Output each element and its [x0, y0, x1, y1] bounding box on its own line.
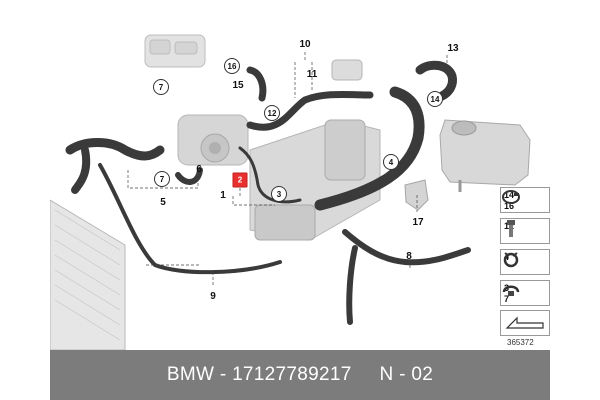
- hose-10: [246, 90, 374, 131]
- part-label-13: 13: [447, 43, 459, 54]
- hose-4: [314, 86, 425, 211]
- caption-separator-2: [352, 364, 380, 386]
- part-label-9: 9: [210, 291, 216, 302]
- part-label-11: 11: [306, 69, 318, 80]
- clip-icon: [502, 285, 520, 296]
- caption-brand: BMW: [166, 364, 215, 385]
- engine-block: [249, 119, 381, 241]
- parts-diagram: 10 11 13 15 6 5 1 8 9 17 7 16 12 7 14 4 …: [50, 0, 550, 350]
- hose-9: [98, 163, 282, 275]
- legend-item-hose-clamp: 14 16: [500, 187, 550, 213]
- hose-1: [238, 146, 302, 204]
- spring-clamp-icon: [503, 252, 519, 268]
- thermostat-housing: [144, 34, 206, 68]
- legend-item-arrow: [500, 310, 550, 336]
- hoses: [65, 60, 471, 325]
- leader-lines: [127, 52, 448, 286]
- expansion-tank: [439, 119, 531, 192]
- part-label-6: 6: [196, 164, 202, 175]
- hose-8: [342, 229, 471, 266]
- callout-4: 4: [383, 154, 399, 170]
- callout-12: 12: [264, 105, 280, 121]
- callout-7-bottom: 7: [154, 171, 170, 187]
- callout-14: 14: [427, 91, 443, 107]
- reference-number: 365372: [507, 338, 534, 347]
- part-label-15: 15: [232, 80, 244, 91]
- hose-13: [415, 60, 457, 101]
- valve-part: [331, 59, 363, 81]
- callout-7-top: 7: [153, 79, 169, 95]
- callout-3: 3: [271, 186, 287, 202]
- arrow-icon: [505, 316, 544, 329]
- part-label-8: 8: [406, 251, 412, 262]
- callout-16: 16: [224, 58, 240, 74]
- hose-6: [175, 167, 203, 185]
- callout-2-highlighted: 2: [232, 172, 248, 188]
- caption-position: N - 02: [379, 364, 434, 385]
- caption-separator-1: -: [214, 364, 233, 385]
- bracket: [404, 179, 429, 211]
- screw-icon: [507, 220, 515, 237]
- hose-clamp-icon: [502, 190, 520, 204]
- legend-nums-2: 16: [504, 201, 515, 211]
- legend-nums-clip-2: 7: [504, 294, 510, 304]
- legend-nums: 14: [504, 190, 515, 200]
- caption-part-number: 17127789217: [232, 364, 352, 385]
- legend-item-spring-clamp: 4: [500, 249, 550, 275]
- hose-radiator-outlet: [71, 146, 91, 194]
- part-label-5: 5: [160, 197, 166, 208]
- radiator: [50, 199, 126, 350]
- part-label-10: 10: [299, 39, 311, 50]
- legend-item-clip: 3 7: [500, 280, 550, 306]
- part-label-17: 17: [412, 217, 424, 228]
- hose-15: [246, 66, 267, 102]
- legend-item-screw: 12: [500, 218, 550, 244]
- water-pump: [177, 114, 249, 166]
- hose-8-branch: [346, 245, 358, 325]
- part-label-1: 1: [220, 190, 226, 201]
- diagram-drawing: [50, 34, 531, 350]
- caption-bar: BMW - 17127789217 N - 02: [50, 350, 550, 400]
- hose-upper-radiator: [65, 138, 165, 161]
